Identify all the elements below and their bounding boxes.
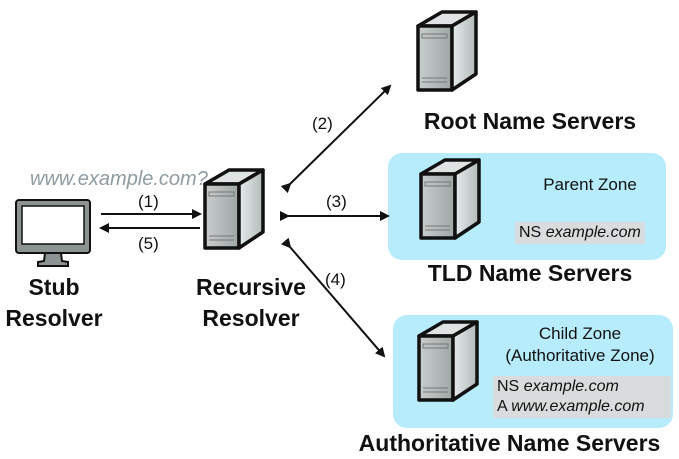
query-text: www.example.com? xyxy=(30,168,208,190)
root-name-servers-label: Root Name Servers xyxy=(423,108,637,134)
child-zone-line1: Child Zone xyxy=(538,324,622,343)
child-zone-line2: (Authoritative Zone) xyxy=(505,346,655,365)
step-2-label: (2) xyxy=(312,114,333,133)
tld-name-servers-label: TLD Name Servers xyxy=(427,260,633,286)
arrow-step-4 xyxy=(280,237,386,358)
record-type: A xyxy=(497,398,507,415)
tld-server-icon xyxy=(419,158,481,240)
authoritative-name-servers-label: Authoritative Name Servers xyxy=(358,430,661,456)
auth-server-icon xyxy=(417,320,479,402)
stub-resolver-label: Stub Resolver xyxy=(0,272,108,334)
step-4-label: (4) xyxy=(325,270,346,289)
child-zone-title: Child Zone (Authoritative Zone) xyxy=(490,323,670,367)
stub-line1: Stub xyxy=(28,274,80,300)
recursive-line1: Recursive xyxy=(196,274,306,300)
recursive-resolver-label: Recursive Resolver xyxy=(186,272,316,334)
recursive-server-icon xyxy=(203,168,265,250)
record-name: example.com xyxy=(545,224,641,241)
auth-record-ns: NS example.com xyxy=(497,377,667,397)
arrow-step-2 xyxy=(280,84,392,194)
record-type: NS xyxy=(519,224,542,241)
step-1-label: (1) xyxy=(138,192,159,211)
auth-record-a: A www.example.com xyxy=(497,397,667,417)
auth-records: NS example.com A www.example.com xyxy=(493,376,671,418)
root-server-icon xyxy=(416,10,478,92)
step-3-label: (3) xyxy=(326,192,347,211)
tld-record-ns: NS example.com xyxy=(515,222,645,244)
monitor-icon xyxy=(15,199,91,267)
parent-zone-title: Parent Zone xyxy=(543,175,637,194)
record-type: NS xyxy=(497,378,520,395)
recursive-line2: Resolver xyxy=(202,305,300,331)
record-name: example.com xyxy=(523,378,619,395)
step-5-label: (5) xyxy=(138,234,159,253)
record-name: www.example.com xyxy=(511,398,645,415)
stub-line2: Resolver xyxy=(5,305,103,331)
